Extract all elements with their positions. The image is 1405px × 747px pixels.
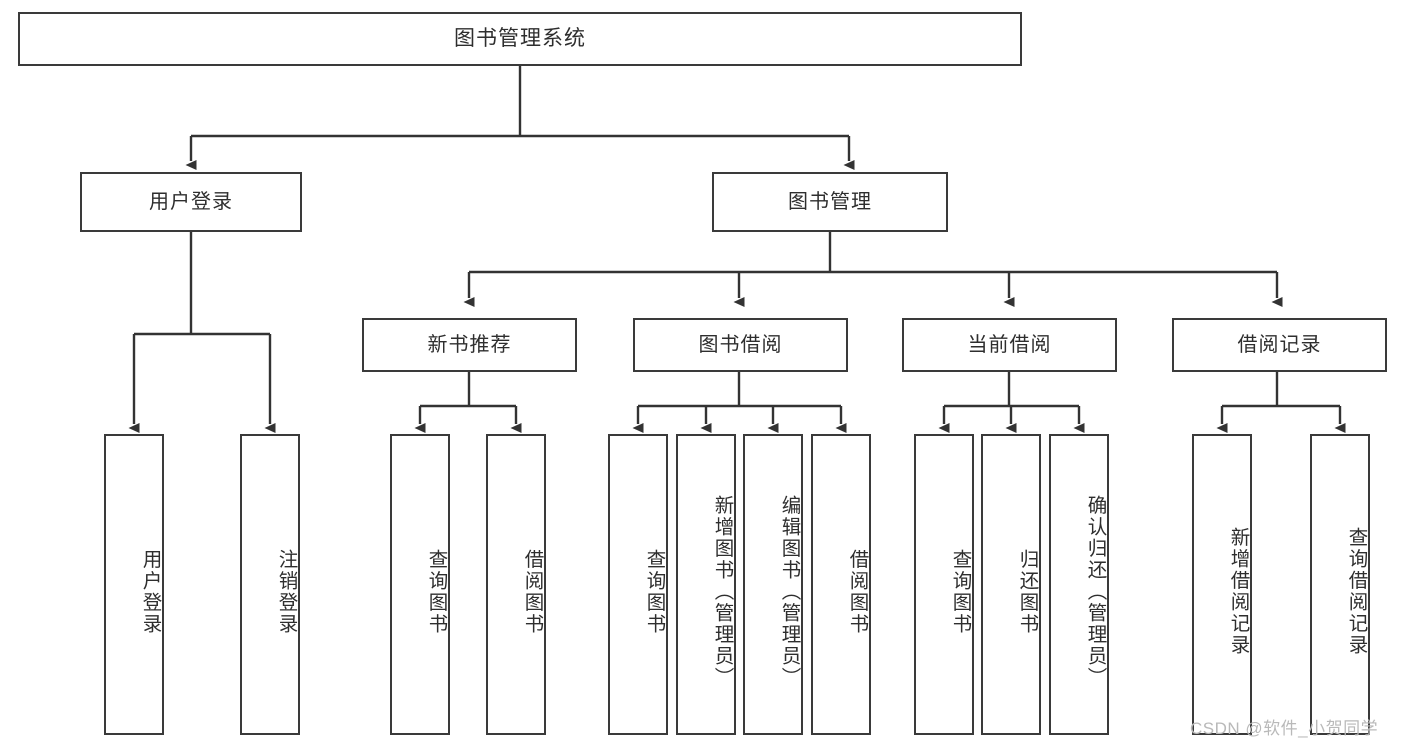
node-current-borrow[interactable]: 当前借阅 (902, 318, 1117, 372)
node-label: 图书借阅 (698, 333, 783, 356)
leaf-edit-book-admin[interactable]: 编辑图书（管理员） (743, 434, 803, 735)
node-label: 借阅记录 (1237, 333, 1322, 356)
csdn-watermark: CSDN @软件_小贺同学 (1190, 719, 1379, 738)
node-label: 用户登录 (139, 548, 161, 635)
node-borrow-record[interactable]: 借阅记录 (1172, 318, 1387, 372)
leaf-confirm-return-admin[interactable]: 确认归还（管理员） (1049, 434, 1109, 735)
node-label: 当前借阅 (967, 333, 1052, 356)
node-label: 图书管理 (788, 190, 872, 213)
leaf-add-book-admin[interactable]: 新增图书（管理员） (676, 434, 736, 735)
node-new-book-recommend[interactable]: 新书推荐 (362, 318, 577, 372)
leaf-user-login[interactable]: 用户登录 (104, 434, 164, 735)
leaf-borrow-book[interactable]: 借阅图书 (811, 434, 871, 735)
node-book-borrow[interactable]: 图书借阅 (633, 318, 848, 372)
node-label: 归还图书 (1016, 548, 1038, 635)
node-label: 用户登录 (149, 190, 233, 213)
leaf-query-book-recommend[interactable]: 查询图书 (390, 434, 450, 735)
leaf-logout[interactable]: 注销登录 (240, 434, 300, 735)
node-label: 新增图书（管理员） (711, 494, 733, 689)
node-label: 查询借阅记录 (1345, 527, 1367, 656)
node-label: 查询图书 (425, 548, 447, 635)
node-label: 注销登录 (275, 548, 297, 635)
leaf-borrow-book-recommend[interactable]: 借阅图书 (486, 434, 546, 735)
leaf-query-book-current[interactable]: 查询图书 (914, 434, 974, 735)
node-label: 新书推荐 (427, 333, 512, 356)
node-label: 确认归还（管理员） (1084, 494, 1106, 689)
leaf-add-borrow-record[interactable]: 新增借阅记录 (1192, 434, 1252, 735)
node-root-book-management-system[interactable]: 图书管理系统 (18, 12, 1022, 66)
node-book-management[interactable]: 图书管理 (712, 172, 948, 232)
node-label: 借阅图书 (521, 548, 543, 635)
leaf-return-book[interactable]: 归还图书 (981, 434, 1041, 735)
node-label: 查询图书 (643, 548, 665, 635)
node-label: 查询图书 (949, 548, 971, 635)
leaf-query-borrow-record[interactable]: 查询借阅记录 (1310, 434, 1370, 735)
node-label: 编辑图书（管理员） (778, 494, 800, 689)
node-label: 借阅图书 (846, 548, 868, 635)
leaf-query-book-borrow[interactable]: 查询图书 (608, 434, 668, 735)
node-label: 新增借阅记录 (1227, 527, 1249, 656)
node-label: 图书管理系统 (454, 26, 586, 50)
node-user-login[interactable]: 用户登录 (80, 172, 302, 232)
